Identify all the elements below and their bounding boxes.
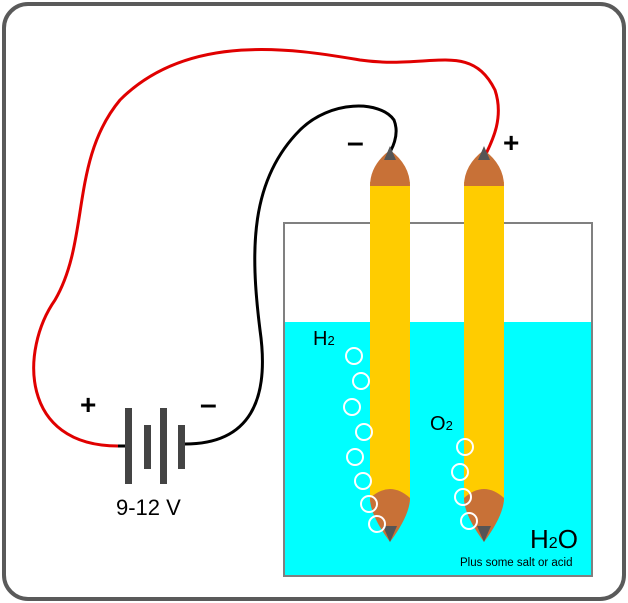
solution-note: Plus some salt or acid (460, 557, 573, 569)
bubble (354, 472, 372, 490)
beaker-outline (283, 222, 593, 577)
bubble (355, 423, 373, 441)
bubble (343, 398, 361, 416)
battery-plate-2 (144, 425, 151, 469)
bubble (346, 448, 364, 466)
bubble (454, 488, 472, 506)
beaker (283, 222, 593, 577)
battery-plus-sign: + (80, 389, 96, 420)
bubble (360, 495, 378, 513)
bubble (451, 463, 469, 481)
anode-pencil (464, 146, 504, 542)
bubble (352, 372, 370, 390)
water (284, 322, 592, 576)
cathode-pencil (370, 146, 410, 542)
battery-symbol (118, 408, 185, 484)
bubble (456, 438, 474, 456)
bubble (345, 347, 363, 365)
water-label: H2O (530, 524, 578, 554)
battery-plate-1 (125, 408, 132, 484)
battery-minus-sign: – (200, 388, 217, 421)
negative-wire (184, 104, 398, 446)
oxygen-bubbles (451, 438, 478, 530)
cathode-minus-sign: – (347, 126, 364, 159)
positive-wire (32, 48, 500, 448)
hydrogen-label: H2 (313, 328, 335, 350)
battery-plate-3 (160, 408, 167, 484)
bubble (368, 515, 386, 533)
voltage-label: 9-12 V (116, 495, 181, 520)
anode-plus-sign: + (503, 127, 519, 158)
battery-plate-4 (178, 425, 185, 469)
oxygen-label: O2 (430, 413, 453, 435)
hydrogen-bubbles (343, 347, 386, 533)
bubble (460, 512, 478, 530)
